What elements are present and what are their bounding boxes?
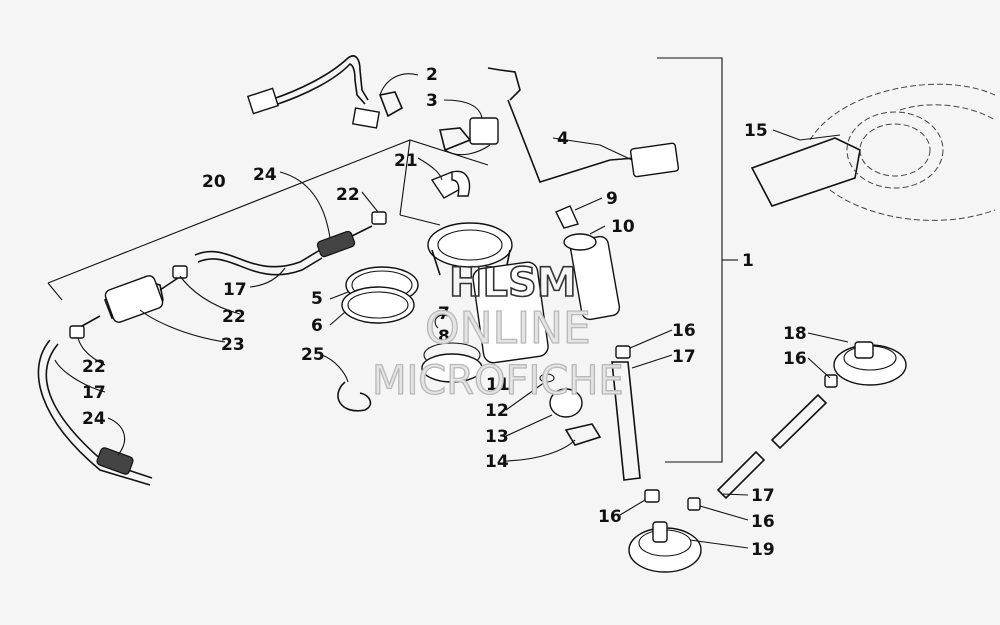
callout-14: 14 bbox=[485, 452, 509, 472]
small-pump-parts bbox=[539, 373, 602, 446]
callout-17-b: 17 bbox=[672, 347, 696, 367]
tank-detail bbox=[750, 83, 996, 221]
callout-12: 12 bbox=[485, 401, 509, 421]
pump-outlet-hose bbox=[611, 345, 660, 503]
callout-22-top: 22 bbox=[336, 185, 360, 205]
watermark: HLSM ONLINE MICROFICHE bbox=[371, 259, 624, 404]
fuel-filter-assembly bbox=[37, 211, 387, 486]
callout-2: 2 bbox=[426, 65, 438, 85]
callout-17-left: 17 bbox=[223, 280, 247, 300]
callout-16-d: 16 bbox=[751, 512, 775, 532]
sender-wire bbox=[487, 67, 680, 183]
fuel-pump bbox=[555, 205, 621, 321]
callout-17-left-low: 17 bbox=[82, 383, 106, 403]
watermark-line-1: HLSM bbox=[449, 260, 577, 306]
callout-6: 6 bbox=[311, 316, 323, 336]
vent-valve-upper bbox=[833, 341, 907, 386]
watermark-line-2: ONLINE bbox=[425, 303, 591, 354]
callout-8: 8 bbox=[438, 327, 450, 347]
retaining-clip bbox=[337, 381, 372, 412]
callout-16-c: 16 bbox=[598, 507, 622, 527]
callout-22-left: 22 bbox=[82, 357, 106, 377]
callout-5: 5 bbox=[311, 289, 323, 309]
callout-4: 4 bbox=[557, 129, 569, 149]
callout-23: 23 bbox=[221, 335, 245, 355]
callout-15: 15 bbox=[744, 121, 768, 141]
callout-16-b: 16 bbox=[783, 349, 807, 369]
callout-22-mid: 22 bbox=[222, 307, 246, 327]
watermark-line-3: MICROFICHE bbox=[372, 358, 624, 404]
group-20-outline bbox=[47, 139, 489, 301]
callout-24-left: 24 bbox=[82, 409, 106, 429]
callout-1: 1 bbox=[742, 251, 754, 271]
callout-18: 18 bbox=[783, 324, 807, 344]
callout-16-a: 16 bbox=[672, 321, 696, 341]
wiring-harness bbox=[246, 55, 404, 129]
callout-3: 3 bbox=[426, 91, 438, 111]
assembly-bracket bbox=[657, 57, 738, 463]
callout-11: 11 bbox=[486, 375, 510, 395]
callout-19: 19 bbox=[751, 540, 775, 560]
callout-7: 7 bbox=[438, 304, 450, 324]
callout-17-right: 17 bbox=[751, 486, 775, 506]
leader-lines bbox=[54, 73, 849, 549]
callout-labels: 2 3 4 15 20 24 21 22 9 10 1 17 22 5 6 7 … bbox=[82, 65, 807, 560]
callout-20: 20 bbox=[202, 172, 226, 192]
elbow-fitting bbox=[430, 170, 471, 199]
pump-connector bbox=[438, 117, 499, 156]
vent-hoses bbox=[687, 374, 838, 511]
pump-housing bbox=[341, 222, 549, 383]
callout-24-top: 24 bbox=[253, 165, 277, 185]
vent-valve-lower bbox=[628, 521, 702, 573]
callout-25: 25 bbox=[301, 345, 325, 365]
callout-10: 10 bbox=[611, 217, 635, 237]
callout-21: 21 bbox=[394, 151, 418, 171]
callout-9: 9 bbox=[606, 189, 618, 209]
callout-13: 13 bbox=[485, 427, 509, 447]
